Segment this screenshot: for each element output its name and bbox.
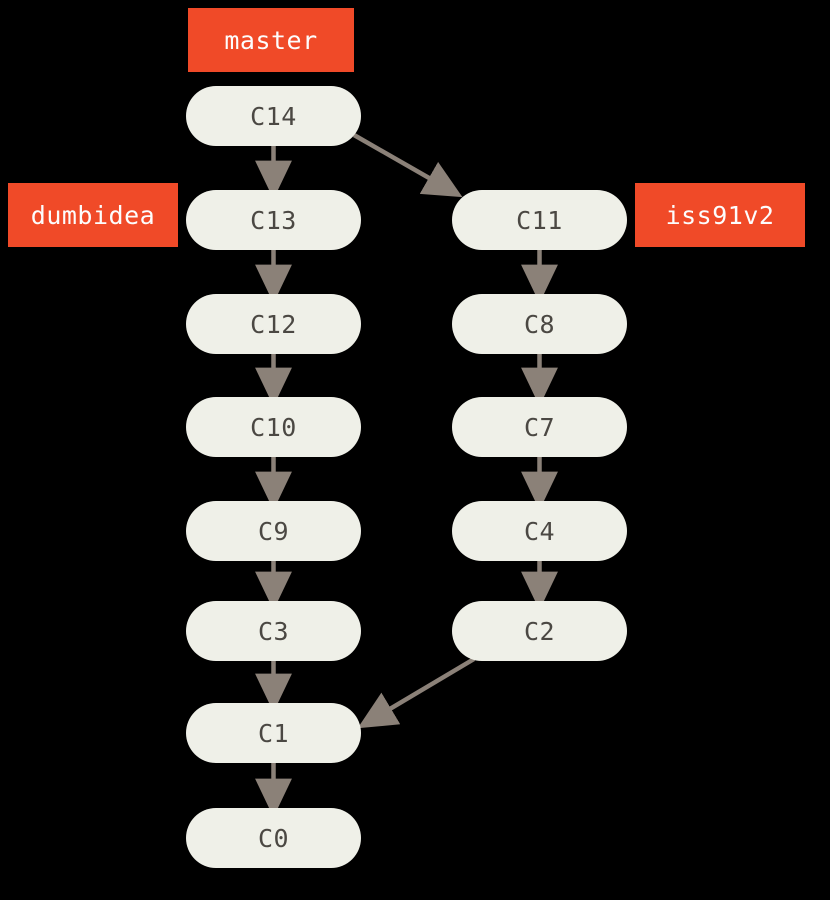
commit-node-c11[interactable]: C11	[452, 190, 627, 250]
commit-node-c2[interactable]: C2	[452, 601, 627, 661]
commit-node-c0[interactable]: C0	[186, 808, 361, 868]
commit-node-c12[interactable]: C12	[186, 294, 361, 354]
edge-c14-to-c11	[352, 133, 463, 198]
commit-node-c1[interactable]: C1	[186, 703, 361, 763]
commit-node-c8[interactable]: C8	[452, 294, 627, 354]
commit-node-c7[interactable]: C7	[452, 397, 627, 457]
commit-node-c9[interactable]: C9	[186, 501, 361, 561]
edge-c2-to-c1	[357, 657, 476, 729]
commit-node-c3[interactable]: C3	[186, 601, 361, 661]
branch-label-iss91v2[interactable]: iss91v2	[635, 183, 805, 247]
branch-label-master[interactable]: master	[188, 8, 354, 72]
commit-node-c14[interactable]: C14	[186, 86, 361, 146]
commit-node-c10[interactable]: C10	[186, 397, 361, 457]
commit-node-c4[interactable]: C4	[452, 501, 627, 561]
branch-label-dumbidea[interactable]: dumbidea	[8, 183, 178, 247]
commit-node-c13[interactable]: C13	[186, 190, 361, 250]
